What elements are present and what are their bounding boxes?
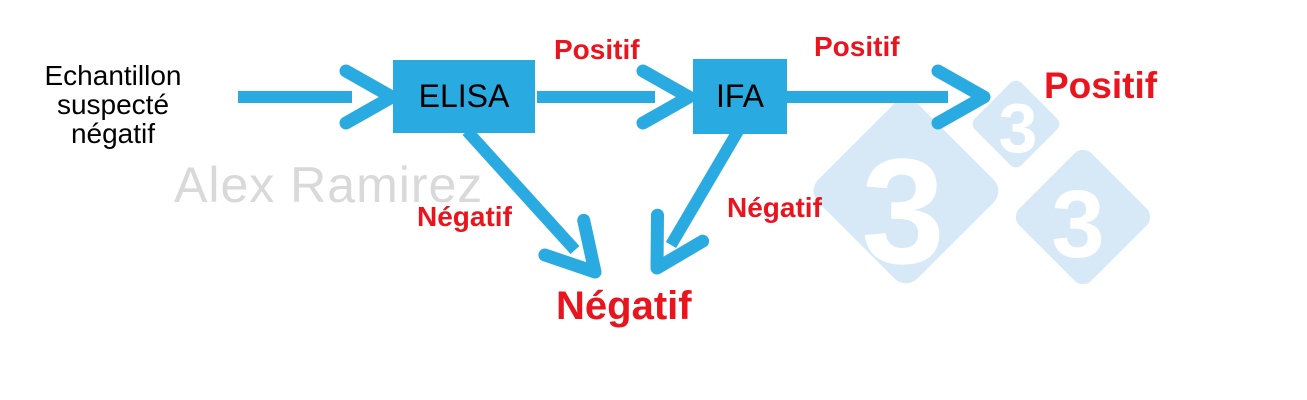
arrow-ifa-to-positive — [787, 64, 991, 130]
badge-digit: 3 — [861, 127, 944, 295]
edge-label-ifa-negative: Négatif — [727, 192, 822, 223]
badge-digit: 3 — [1051, 171, 1104, 278]
node-elisa-label: ELISA — [418, 78, 510, 114]
diamond-icon — [1015, 149, 1151, 285]
arrow-elisa-to-negative — [462, 126, 602, 279]
node-elisa: ELISA — [393, 60, 535, 133]
watermark-author: Alex Ramirez — [174, 157, 484, 213]
outcome-negative: Négatif — [556, 284, 692, 328]
watermark-badge-medium: 3 — [1015, 149, 1151, 285]
node-ifa-label: IFA — [715, 78, 764, 114]
node-ifa: IFA — [693, 59, 787, 134]
arrowhead-icon — [650, 208, 710, 275]
edge-label-elisa-positive: Positif — [554, 34, 640, 65]
diamond-icon — [813, 98, 999, 284]
arrowhead-icon — [339, 64, 399, 130]
arrowhead-icon — [636, 64, 696, 130]
watermark-badge-large: 3 — [813, 98, 999, 295]
arrowhead-icon — [538, 213, 602, 279]
diamond-icon — [972, 80, 1060, 168]
badge-digit: 3 — [999, 89, 1038, 167]
arrow-elisa-to-ifa — [537, 64, 696, 130]
arrow-ifa-to-negative — [650, 127, 744, 275]
watermark-badge-small: 3 — [972, 80, 1060, 168]
outcome-positive: Positif — [1044, 65, 1158, 106]
arrow-source-to-elisa — [238, 64, 399, 130]
source-sample-label: Echantillon suspecté négatif — [44, 60, 182, 149]
edge-label-elisa-negative: Négatif — [417, 201, 512, 232]
arrowhead-icon — [931, 64, 991, 130]
edge-label-ifa-positive: Positif — [814, 31, 900, 62]
